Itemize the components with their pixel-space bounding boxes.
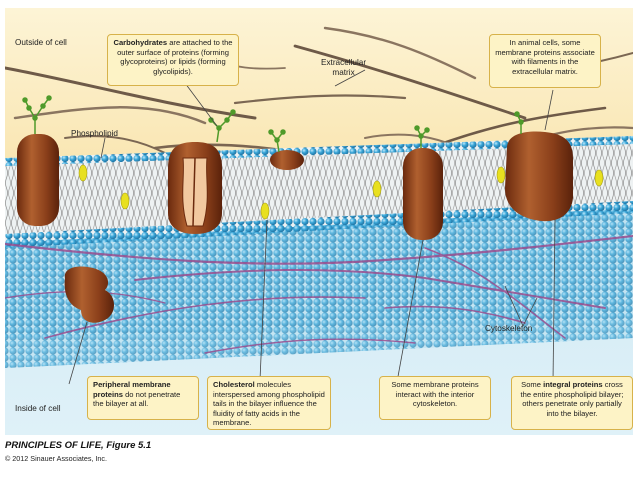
cytoskeleton-interaction-callout: Some membrane proteins interact with the…	[379, 376, 491, 420]
partial-protein	[270, 150, 304, 170]
figure-copyright: © 2012 Sinauer Associates, Inc.	[5, 454, 107, 463]
callout-text: do not penetrate the bilayer at all.	[93, 389, 181, 409]
carbohydrates-callout: Carbohydrates are attached to the outer …	[107, 34, 239, 86]
matrix-linked-protein	[505, 131, 573, 222]
callout-text: are attached to the outer surface of pro…	[117, 38, 233, 76]
cholesterol-molecules	[78, 164, 604, 220]
matrix-label-line-1: Extracellular	[321, 58, 367, 67]
peripheral-proteins-callout: Peripheral membrane proteins do not pene…	[87, 376, 199, 420]
callout-bold: integral proteins	[543, 380, 603, 389]
peripheral-protein	[64, 266, 114, 323]
extracellular-matrix-label: Extracellular matrix	[321, 58, 366, 78]
inside-of-cell-label: Inside of cell	[15, 404, 61, 413]
integral-protein	[17, 134, 59, 226]
phospholipid-label: Phospholipid	[71, 129, 118, 138]
callout-text: In animal cells, some membrane proteins …	[495, 38, 595, 76]
callout-leaders	[68, 69, 556, 385]
cytoskeleton-label: Cytoskeleton	[485, 324, 533, 333]
figure-credit-title: PRINCIPLES OF LIFE, Figure 5.1	[5, 440, 152, 451]
cytoskeleton-linked-protein	[403, 148, 443, 240]
callout-bold: Peripheral membrane proteins	[93, 380, 171, 399]
phospholipid-bilayer	[5, 136, 633, 368]
callout-text: Some membrane proteins interact with the…	[391, 380, 479, 409]
callout-text: cross the entire phospholipid bilayer; o…	[520, 380, 624, 418]
membrane-diagram	[5, 8, 633, 435]
callout-text: molecules interspersed among phospholipi…	[213, 380, 325, 428]
integral-proteins-callout: Some integral proteins cross the entire …	[511, 376, 633, 430]
callout-bold: Cholesterol	[213, 380, 255, 389]
cytoskeleton-filaments	[5, 234, 633, 354]
cholesterol-callout: Cholesterol molecules interspersed among…	[207, 376, 331, 430]
callout-prefix: Some	[521, 380, 544, 389]
callout-bold: Carbohydrates	[113, 38, 168, 47]
matrix-label-line-2: matrix	[332, 68, 355, 77]
filaments-callout: In animal cells, some membrane proteins …	[489, 34, 601, 88]
carbohydrate-chains	[22, 95, 524, 153]
membrane-figure: Outside of cell Inside of cell Phospholi…	[5, 8, 633, 435]
membrane-proteins	[17, 131, 573, 323]
outside-of-cell-label: Outside of cell	[15, 38, 67, 47]
